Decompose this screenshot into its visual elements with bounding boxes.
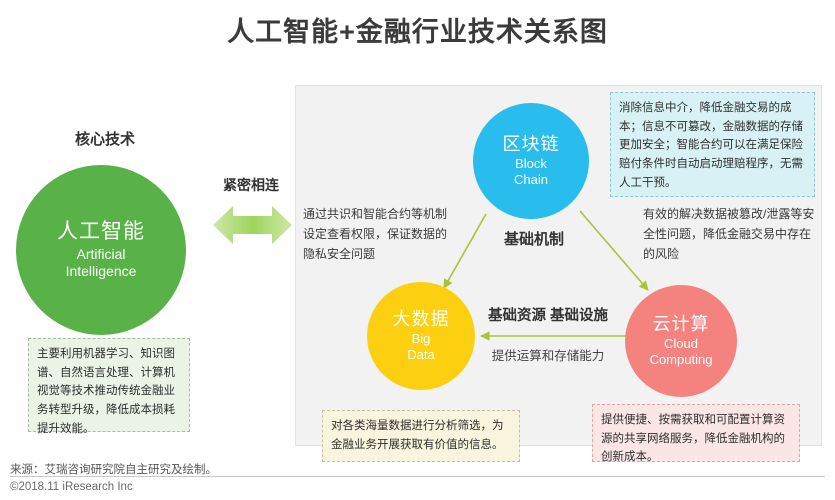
footer-divider	[10, 476, 825, 477]
node-blockchain-label-cn: 区块链	[502, 134, 560, 155]
double-arrow-icon	[213, 206, 292, 244]
page-title: 人工智能+金融行业技术关系图	[227, 17, 608, 47]
node-ai-label-cn: 人工智能	[57, 220, 145, 244]
node-bigdata-label-cn: 大数据	[392, 309, 450, 330]
node-cloud-label-en-2: Computing	[649, 352, 713, 368]
node-ai-label-en-1: Artificial	[76, 245, 126, 262]
center-label-resource-infrastructure: 基础资源 基础设施	[487, 308, 609, 324]
node-cloud-computing[interactable]: 云计算 Cloud Computing	[625, 285, 737, 397]
note-artificial-intelligence: 主要利用机器学习、知识图谱、自然语言处理、计算机视觉等技术推动传统金融业务转型升…	[28, 338, 190, 435]
note-cloud-computing: 提供便捷、按需获取和可配置计算资源的共享网络服务，降低金融机构的创新成本。	[592, 404, 800, 463]
node-blockchain-label-en-2: Chain	[514, 172, 548, 188]
node-bigdata-label-en-1: Big	[411, 331, 431, 347]
node-artificial-intelligence[interactable]: 人工智能 Artificial Intelligence	[16, 165, 186, 335]
node-big-data[interactable]: 大数据 Big Data	[367, 282, 475, 390]
node-block-chain[interactable]: 区块链 Block Chain	[473, 103, 589, 219]
note-big-data: 对各类海量数据进行分析筛选，为金融业务开展获取有价值的信息。	[322, 410, 520, 462]
core-technology-label: 核心技术	[74, 131, 135, 148]
node-blockchain-label-en-1: Block	[515, 156, 547, 172]
edge-text-blockchain-to-cloud: 有效的解决数据被篡改/泄露等安全性问题，降低金融交易中存在的风险	[643, 207, 815, 261]
center-label-capability: 提供运算和存储能力	[491, 349, 605, 363]
footer-source: 来源：艾瑞咨询研究院自主研究及绘制。	[10, 464, 217, 476]
edge-text-blockchain-to-bigdata: 通过共识和智能合约等机制设定查看权限，保证数据的隐私安全问题	[303, 207, 448, 261]
node-ai-label-en-2: Intelligence	[65, 262, 137, 279]
note-block-chain: 消除信息中介，降低金融交易的成本；信息不可篡改，金融数据的存储更加安全；智能合约…	[610, 92, 815, 197]
node-cloud-label-cn: 云计算	[652, 314, 710, 335]
node-cloud-label-en-1: Cloud	[664, 336, 698, 352]
connector-label: 紧密相连	[223, 177, 279, 193]
footer-copyright: ©2018.11 iResearch Inc	[10, 481, 133, 493]
center-label-mechanism: 基础机制	[503, 231, 564, 248]
node-bigdata-label-en-2: Data	[407, 347, 435, 363]
